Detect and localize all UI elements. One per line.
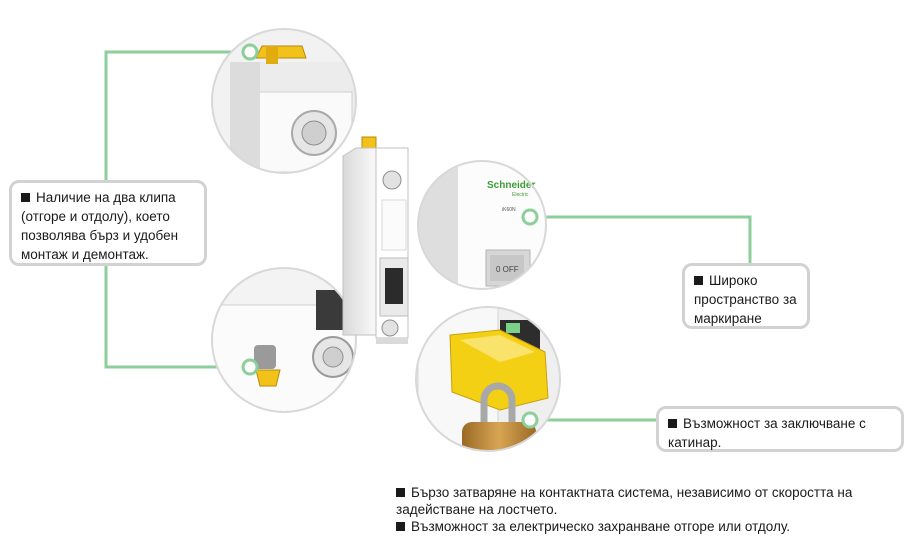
note-item: Бързо затваряне на контактната система, … [396,484,896,518]
circuit-breaker [342,136,409,344]
bullet-square-icon [694,276,703,285]
clips-bottom-dot [241,358,259,376]
callout-clips: Наличие на два клипа (отгоре и отдолу), … [9,180,207,266]
padlock-zoom [416,307,560,451]
bullet-square-icon [396,488,405,497]
bullet-square-icon [396,522,405,531]
brand-logo-text: Schneider [487,180,535,191]
callout-lock-text: Възможност за заключване с катинар. [668,416,866,450]
marking-area-zoom [418,161,546,289]
brand-logo-sub: Electric [512,192,529,198]
note-item: Възможност за електрическо захранване от… [396,518,896,535]
model-label: iK60N [502,207,516,213]
callout-clips-text: Наличие на два клипа (отгоре и отдолу), … [21,190,179,262]
callout-marking-text: Широко пространство за маркиране [694,273,797,326]
bottom-clip-zoom [212,268,356,412]
marking-dot [521,208,539,226]
switch-off-label: 0 OFF [496,265,519,274]
lock-dot [521,411,539,429]
callout-lock: Възможност за заключване с катинар. [656,406,904,452]
bullet-square-icon [668,419,677,428]
note-text-2: Възможност за електрическо захранване от… [411,519,790,534]
clips-top-dot [241,43,259,61]
feature-notes: Бързо затваряне на контактната система, … [396,484,896,535]
note-text-1: Бързо затваряне на контактната система, … [396,485,853,517]
callout-marking: Широко пространство за маркиране [682,263,810,329]
bullet-square-icon [21,193,30,202]
marking-connector-line [530,215,752,270]
